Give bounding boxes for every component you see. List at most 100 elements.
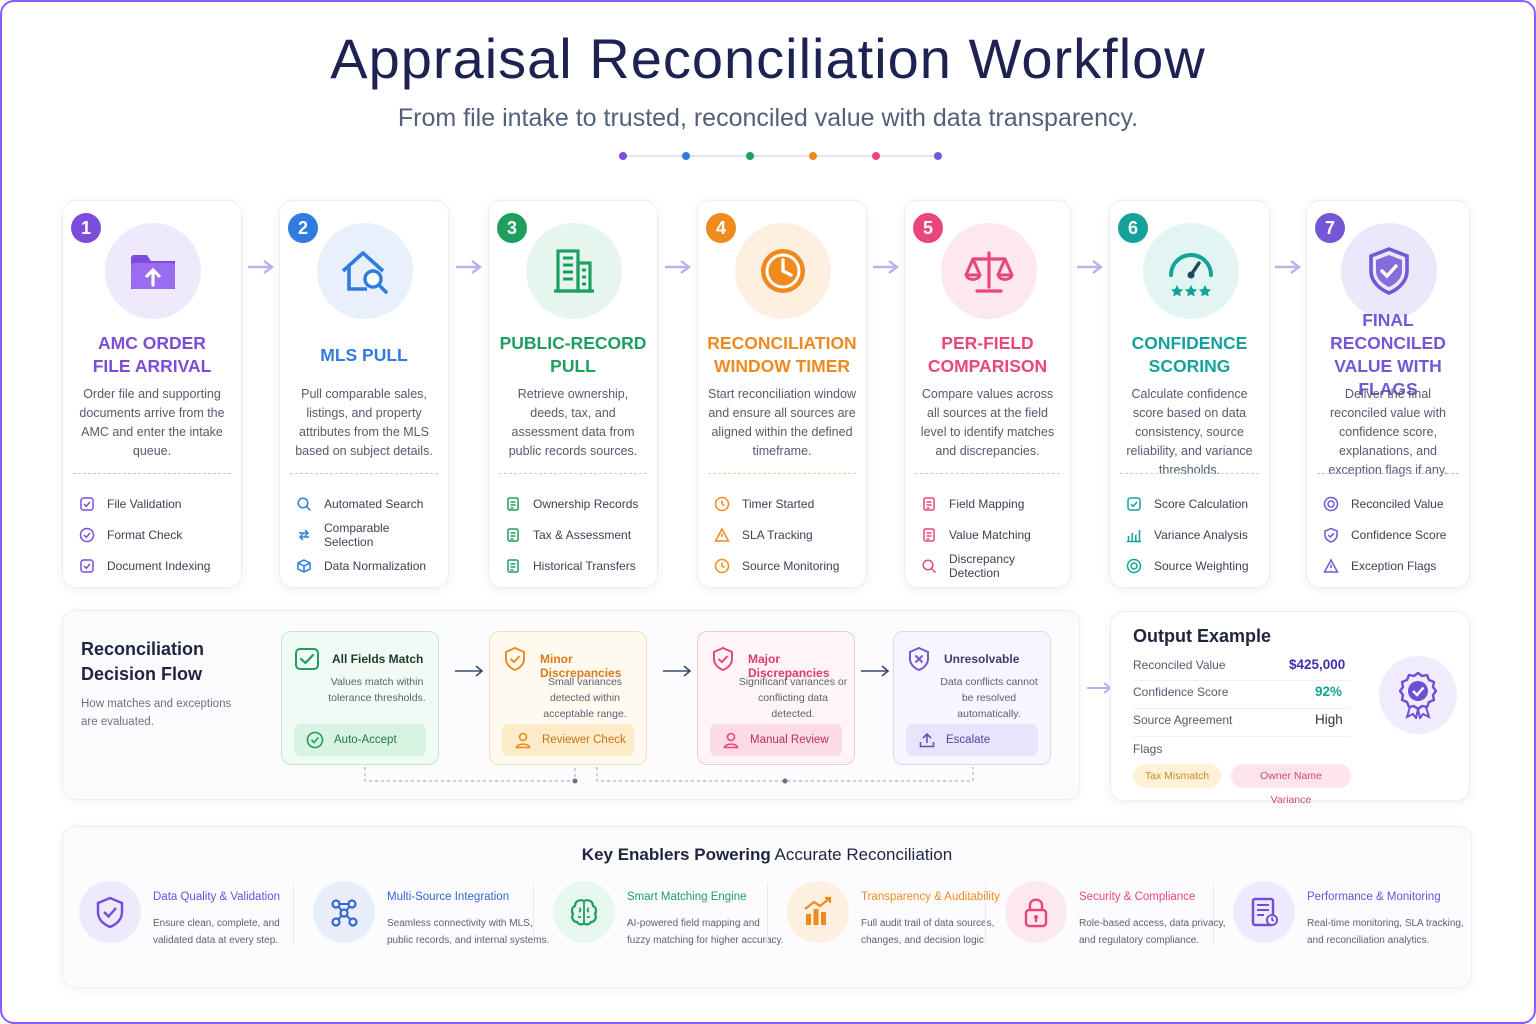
step-divider	[708, 473, 856, 474]
step-checklist-item: File Validation	[79, 488, 235, 519]
doc-mini-icon	[507, 558, 519, 573]
shield-x-icon	[909, 646, 929, 672]
step-checklist-item: Ownership Records	[505, 488, 651, 519]
outcome-description: Significant variances or conflicting dat…	[738, 676, 848, 720]
upload-icon	[919, 732, 935, 748]
outcome-action-label: Manual Review	[750, 734, 829, 746]
step-checklist-label: Confidence Score	[1351, 527, 1447, 542]
step-divider	[1120, 473, 1259, 474]
auto-accept-button[interactable]: Auto-Accept	[294, 724, 426, 756]
flag-owner-name-variance[interactable]: Owner Name Variance	[1231, 764, 1351, 806]
step-checklist-item: Source Weighting	[1126, 550, 1263, 581]
step-arrow-icon	[664, 260, 691, 274]
color-dot-divider	[619, 152, 942, 160]
house-search-icon	[317, 223, 413, 319]
step-checklist-label: Source Monitoring	[742, 558, 840, 573]
outcome-minor-discrepancies: Minor Discrepancies Small variances dete…	[489, 631, 647, 765]
flow-arrow-icon	[861, 665, 890, 677]
enabler-description: Role-based access, data privacy,and regu…	[1079, 918, 1226, 946]
folder-upload-icon	[105, 223, 201, 319]
output-value: High	[1315, 712, 1343, 727]
enabler-description: Real-time monitoring, SLA tracking,and r…	[1307, 918, 1464, 946]
swap-mini-icon	[298, 528, 310, 541]
warn-mini-icon	[714, 526, 730, 542]
page-subtitle: From file intake to trusted, reconciled …	[397, 104, 1139, 132]
box-mini-icon	[80, 496, 94, 511]
shield-check-icon	[713, 646, 733, 672]
output-row-reconciled-value: Reconciled Value $425,000	[1133, 657, 1345, 678]
step-number-badge: 2	[288, 213, 318, 243]
clock-mini-icon	[714, 496, 730, 511]
step-checklist-label: Field Mapping	[949, 496, 1025, 511]
lock-icon	[1005, 881, 1067, 943]
box-mini-icon	[80, 558, 94, 573]
step-divider	[73, 473, 231, 474]
step-description: Compare values across all sources at the…	[920, 387, 1055, 458]
step-checklist-label: Variance Analysis	[1154, 527, 1248, 542]
search-mini-icon	[922, 558, 937, 573]
output-label: Reconciled Value	[1133, 658, 1226, 672]
step-checklist-label: Reconciled Value	[1351, 496, 1444, 511]
step-arrow-icon	[1077, 260, 1103, 274]
step-description: Deliver the final reconciled value with …	[1328, 387, 1448, 477]
step-checklist-item: Reconciled Value	[1323, 488, 1463, 519]
step-description: Pull comparable sales, listings, and pro…	[295, 387, 433, 458]
enabler-name: Smart Matching Engine	[627, 891, 747, 903]
flow-arrow-icon	[455, 665, 484, 677]
search-mini-icon	[297, 496, 312, 511]
brain-icon	[553, 881, 615, 943]
step-checklist-label: Automated Search	[324, 496, 424, 511]
enabler-name: Multi-Source Integration	[387, 891, 510, 903]
step-checklist-item: Source Monitoring	[714, 550, 860, 581]
escalate-button[interactable]: Escalate	[906, 724, 1038, 756]
doc-mini-icon	[923, 496, 935, 511]
step-checklist-label: Data Normalization	[324, 558, 427, 573]
step-checklist-label: Source Weighting	[1154, 558, 1249, 573]
manual-review-button[interactable]: Manual Review	[710, 724, 842, 756]
box-mini-icon	[1127, 496, 1141, 511]
to-output-arrow-icon	[1087, 682, 1112, 694]
step-description: Start reconciliation window and ensure a…	[708, 387, 856, 458]
step-checklist-item: Confidence Score	[1323, 519, 1463, 550]
step-checklist-item: Value Matching	[921, 519, 1064, 550]
flag-tax-mismatch[interactable]: Tax Mismatch	[1133, 764, 1221, 788]
enabler-divider	[767, 883, 768, 945]
reviewer-check-button[interactable]: Reviewer Check	[502, 724, 634, 756]
divider-dot-violet	[934, 152, 942, 160]
step-number-badge: 7	[1315, 213, 1345, 243]
step-divider	[1317, 473, 1459, 474]
outcome-title: All Fields Match	[332, 652, 424, 666]
step-title: MLS PULL	[320, 344, 408, 365]
step-checklist-label: Value Matching	[949, 527, 1031, 542]
step-checklist-item: Document Indexing	[79, 550, 235, 581]
step-checklist-label: Tax & Assessment	[533, 527, 632, 542]
outcome-action-label: Reviewer Check	[542, 734, 626, 746]
divider-dot-blue	[682, 152, 690, 160]
step-checklist-label: Comparable Selection	[324, 520, 390, 549]
step-checklist-item: Score Calculation	[1126, 488, 1263, 519]
enabler-divider	[293, 883, 294, 945]
step-checklist-label: Format Check	[107, 527, 183, 542]
step-description: Retrieve ownership, deeds, tax, and asse…	[508, 387, 638, 458]
step-description: Calculate confidence score based on data…	[1126, 387, 1253, 477]
outcome-description: Small variances detected within acceptab…	[543, 676, 627, 720]
step-checklist-label: SLA Tracking	[742, 527, 813, 542]
key-enablers-title-bold: Key Enablers Powering	[581, 845, 771, 864]
step-checklist-label: Ownership Records	[533, 496, 639, 511]
output-example-title: Output Example	[1133, 626, 1272, 646]
step-checklist-label: Exception Flags	[1351, 558, 1437, 573]
step-checklist-label: Score Calculation	[1154, 496, 1249, 511]
